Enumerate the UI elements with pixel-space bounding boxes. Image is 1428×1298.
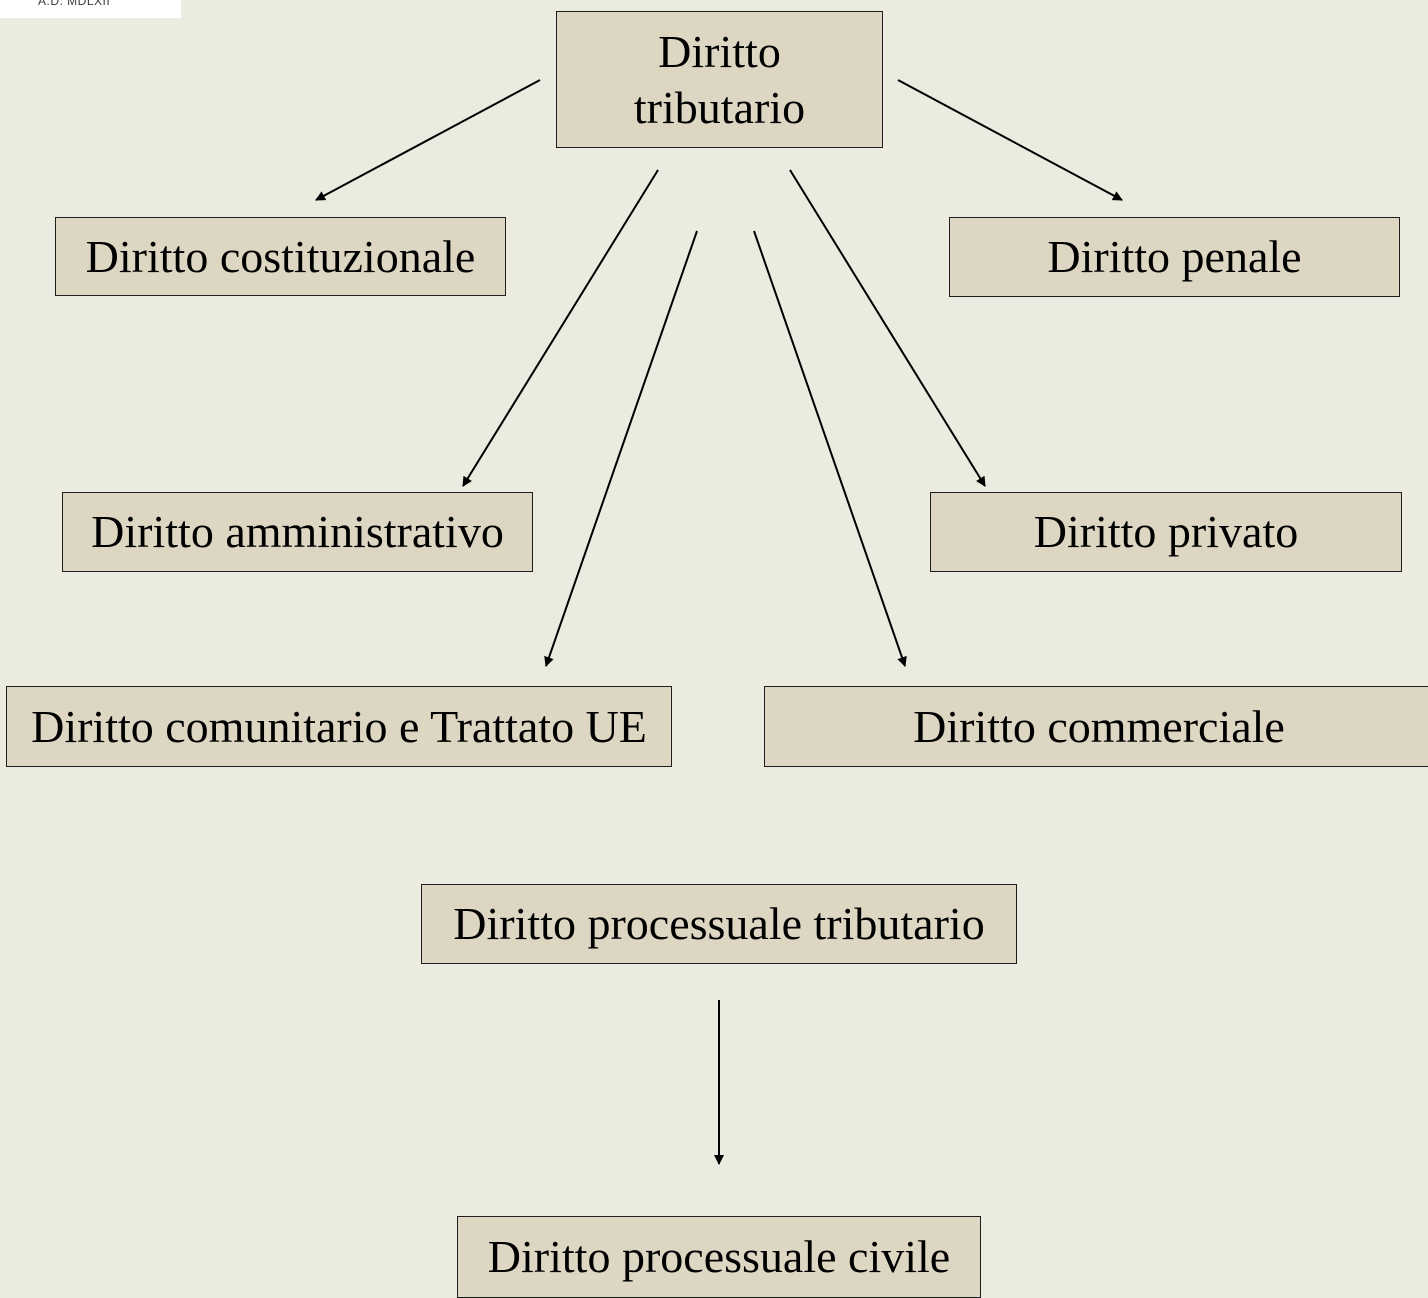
arrow-to-privato bbox=[789, 169, 986, 487]
arrow-to-amministrativo bbox=[462, 169, 659, 487]
arrow-to-commerciale bbox=[753, 230, 907, 667]
node-diritto-amministrativo: Diritto amministrativo bbox=[62, 492, 533, 572]
arrow-to-penale bbox=[897, 79, 1123, 201]
logo-caption: A.D. MDLXII bbox=[38, 0, 111, 8]
node-diritto-privato: Diritto privato bbox=[930, 492, 1402, 572]
node-diritto-costituzionale: Diritto costituzionale bbox=[55, 217, 506, 296]
node-diritto-commerciale: Diritto commerciale bbox=[764, 686, 1428, 767]
university-logo: A.D. MDLXII bbox=[0, 0, 181, 18]
node-diritto-tributario: Diritto tributario bbox=[556, 11, 883, 148]
arrow-to-comunitario bbox=[544, 230, 698, 667]
node-diritto-comunitario: Diritto comunitario e Trattato UE bbox=[6, 686, 672, 767]
node-diritto-penale: Diritto penale bbox=[949, 217, 1400, 297]
node-diritto-processuale-tributario: Diritto processuale tributario bbox=[421, 884, 1017, 964]
node-diritto-processuale-civile: Diritto processuale civile bbox=[457, 1216, 981, 1298]
arrow-to-costituzionale bbox=[315, 79, 541, 201]
